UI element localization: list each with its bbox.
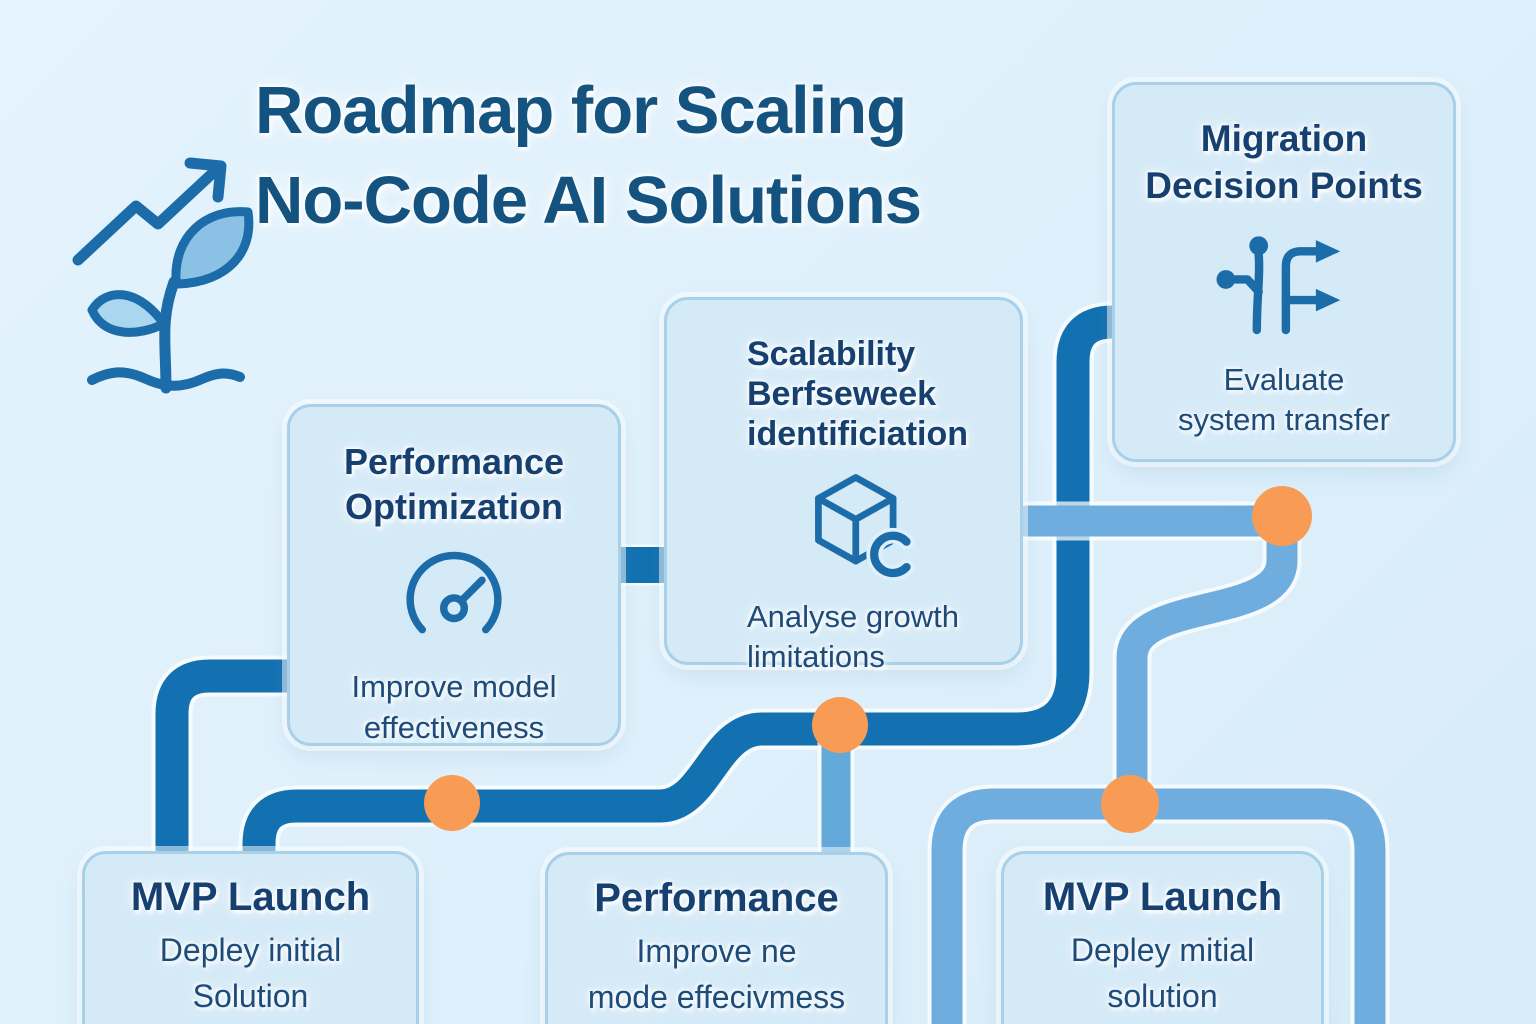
roadmap-path-b: [242, 305, 1128, 880]
gauge-icon: [390, 541, 518, 658]
card-scalability-identification: Scalability Berfseweek identificiation A…: [664, 297, 1023, 674]
card-title: Performance: [594, 876, 839, 920]
card-caption: Evaluate system transfer: [1178, 362, 1390, 437]
card-performance: Performance Improve ne mode effecivmess: [545, 852, 888, 1024]
card-title: Performance Optimization: [343, 441, 565, 527]
branch-decision-icon: [1209, 225, 1359, 352]
page-title: Roadmap for Scaling No-Code AI Solutions: [255, 73, 922, 238]
card-title: Scalability Berfseweek identificiation: [747, 335, 968, 453]
card-title: Migration Decision Points: [1145, 118, 1423, 206]
card-performance-optimization: Performance Optimization Improve model e…: [287, 404, 621, 746]
card-caption: Improve model effectiveness: [351, 669, 557, 745]
roadmap-path-c-right-branch: [1132, 788, 1386, 1024]
card-caption: Improve ne mode effecivmess: [587, 933, 846, 1015]
milestone-node: [1101, 775, 1159, 833]
card-title: MVP Launch: [1042, 875, 1283, 919]
card-caption: Depley initial Solution: [159, 932, 342, 1014]
roadmap-path-a: [155, 659, 305, 880]
growth-sprout-trend-icon: [72, 157, 254, 394]
roadmap-path-c-left-branch: [931, 788, 1132, 1024]
card-mvp-launch-right: MVP Launch Depley mitial solution: [1001, 851, 1324, 1024]
card-migration-decision-points: Migration Decision Points Evaluate syste…: [1112, 82, 1456, 462]
card-title: MVP Launch: [130, 875, 371, 919]
milestone-node: [424, 775, 480, 831]
card-caption: Depley mitial solution: [1070, 932, 1255, 1014]
milestone-node: [812, 697, 868, 753]
card-caption: Analyse growth limitations: [747, 599, 959, 674]
card-mvp-launch-left: MVP Launch Depley initial Solution: [82, 851, 419, 1024]
milestone-node: [1252, 486, 1312, 546]
roadmap-path-c: [1016, 505, 1298, 804]
cube-icon: [799, 470, 917, 587]
